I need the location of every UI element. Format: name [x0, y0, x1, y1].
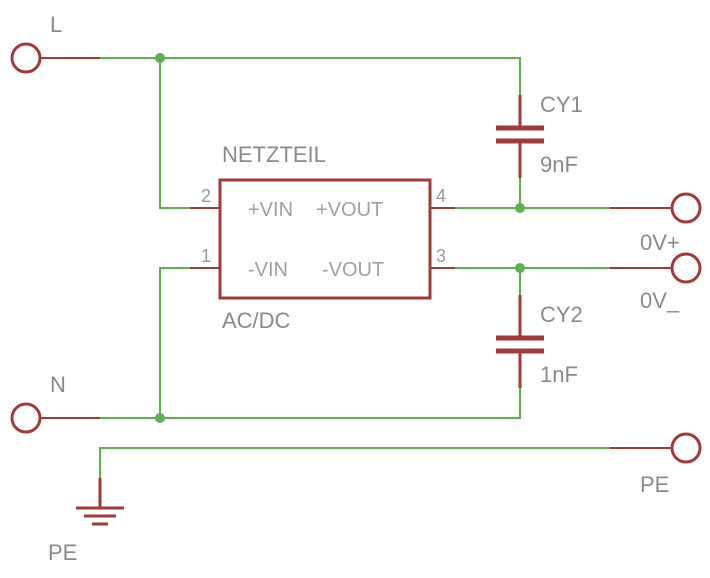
cy1-value: 9nF: [540, 152, 578, 177]
netzteil-module[interactable]: [218, 178, 432, 300]
leads: [40, 57, 672, 449]
pin-number-2: 2: [201, 186, 211, 206]
terminal-pe-right[interactable]: [670, 432, 702, 464]
wire-pe: [99, 447, 610, 478]
module-value: AC/DC: [222, 308, 291, 333]
terminal-ov-plus[interactable]: [670, 192, 702, 224]
label-l: L: [50, 12, 62, 37]
junction-l: [155, 53, 165, 63]
label-pe-left: PE: [48, 540, 77, 565]
pin-minus-vout: -VOUT: [322, 259, 384, 281]
junction-minus: [515, 263, 525, 273]
label-ov-minus: 0V_: [640, 288, 680, 313]
wire-n-bottom: [100, 388, 521, 419]
wire-n-to-vin: [159, 267, 190, 418]
terminal-n[interactable]: [10, 402, 42, 434]
pin-plus-vin: +VIN: [248, 199, 293, 221]
junction-plus: [515, 203, 525, 213]
junction-n: [155, 413, 165, 423]
cy1-name: CY1: [540, 92, 583, 117]
ground-icon: [76, 478, 124, 526]
pin-plus-vout: +VOUT: [316, 199, 383, 221]
wire-l-to-vin: [159, 58, 190, 209]
terminals: [10, 42, 702, 464]
pin-number-4: 4: [436, 186, 446, 206]
cy2-name: CY2: [540, 302, 583, 327]
pin-number-3: 3: [436, 246, 446, 266]
wire-l-top: [100, 57, 521, 95]
label-n: N: [50, 372, 66, 397]
capacitor-cy1[interactable]: [496, 95, 544, 178]
junctions: [155, 53, 525, 423]
pin-minus-vin: -VIN: [248, 259, 288, 281]
label-pe-right: PE: [640, 472, 669, 497]
label-ov-plus: 0V+: [640, 230, 680, 255]
cy2-value: 1nF: [540, 362, 578, 387]
pin-number-1: 1: [201, 246, 211, 266]
terminal-l[interactable]: [10, 42, 42, 74]
terminal-ov-minus[interactable]: [670, 252, 702, 284]
capacitor-cy2[interactable]: [496, 295, 544, 388]
module-name: NETZTEIL: [222, 142, 326, 167]
